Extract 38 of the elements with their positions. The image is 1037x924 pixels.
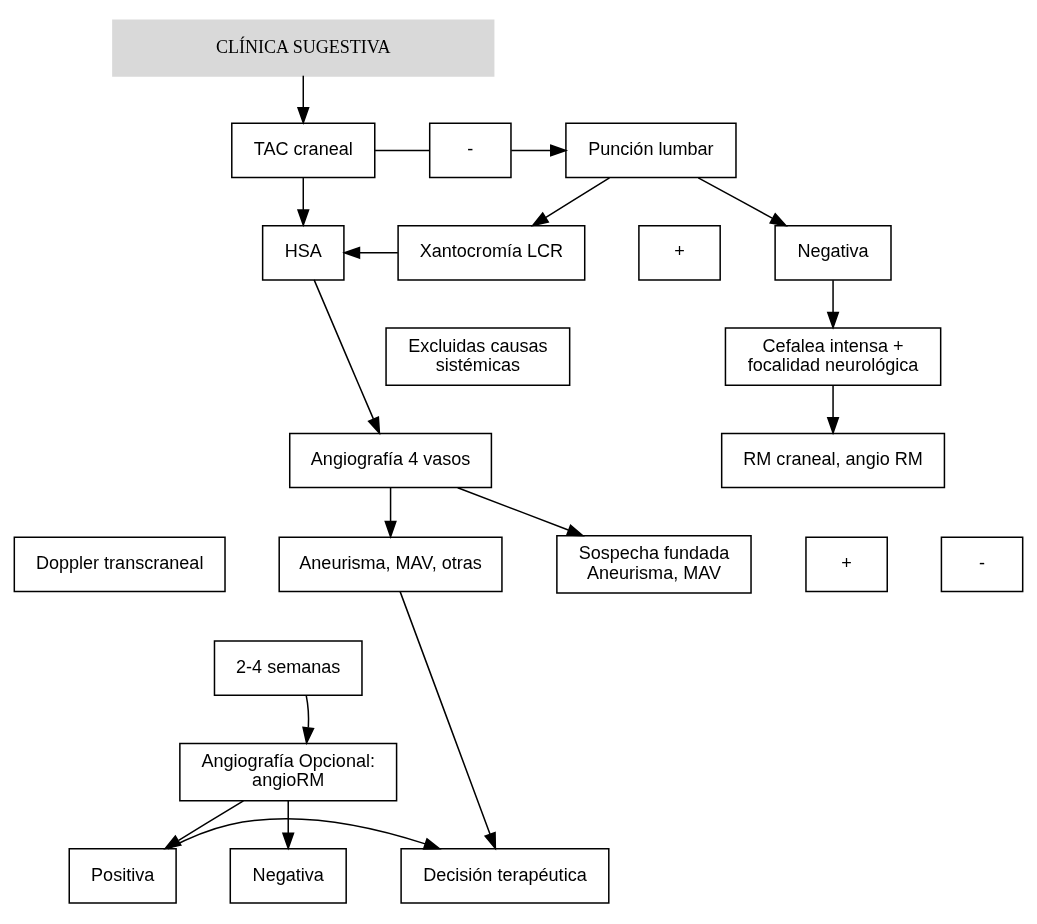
node-box: + <box>805 536 888 593</box>
arrow <box>697 177 788 227</box>
node-box: Punción lumbar <box>565 122 737 179</box>
arrow <box>313 279 381 436</box>
node-box: Cefalea intensa + focalidad neurológica <box>724 327 942 386</box>
node-box: Angiografía Opcional: angioRM <box>179 742 398 802</box>
arrow <box>384 487 397 539</box>
node-box: - <box>428 122 512 179</box>
connector <box>374 149 431 152</box>
arrow <box>296 74 310 125</box>
node-box: Negativa <box>774 224 892 281</box>
arrow <box>399 590 497 851</box>
node-box: Angiografía 4 vasos <box>288 432 493 489</box>
arrow <box>510 144 569 157</box>
node-box: Positiva <box>68 848 177 904</box>
node-box: Sospecha fundada Aneurisma, MAV <box>556 535 752 594</box>
node-box: + <box>638 224 721 281</box>
node-box: Excluidas causas sistémicas <box>385 327 571 386</box>
node-box: Xantocromía LCR <box>397 224 586 281</box>
node-box: Doppler transcraneal <box>13 536 226 593</box>
node-box: TAC craneal <box>231 122 376 179</box>
arrow <box>342 246 399 260</box>
node-box: 2-4 semanas <box>213 640 363 697</box>
node-box: RM craneal, angio RM <box>720 432 946 489</box>
arrow <box>302 694 315 746</box>
arrow <box>826 279 840 330</box>
arrow <box>456 486 585 537</box>
arrow <box>167 818 442 850</box>
node-box: HSA <box>261 224 345 281</box>
node-box: - <box>940 536 1024 593</box>
node-box: CLÍNICA SUGESTIVA <box>112 19 495 77</box>
node-box: Aneurisma, MAV, otras <box>278 536 503 593</box>
arrow <box>530 177 611 227</box>
arrow <box>296 177 310 228</box>
arrow <box>826 384 840 436</box>
node-box: Decisión terapéutica <box>400 848 610 904</box>
arrow <box>281 800 295 851</box>
node-box: Negativa <box>229 848 347 904</box>
